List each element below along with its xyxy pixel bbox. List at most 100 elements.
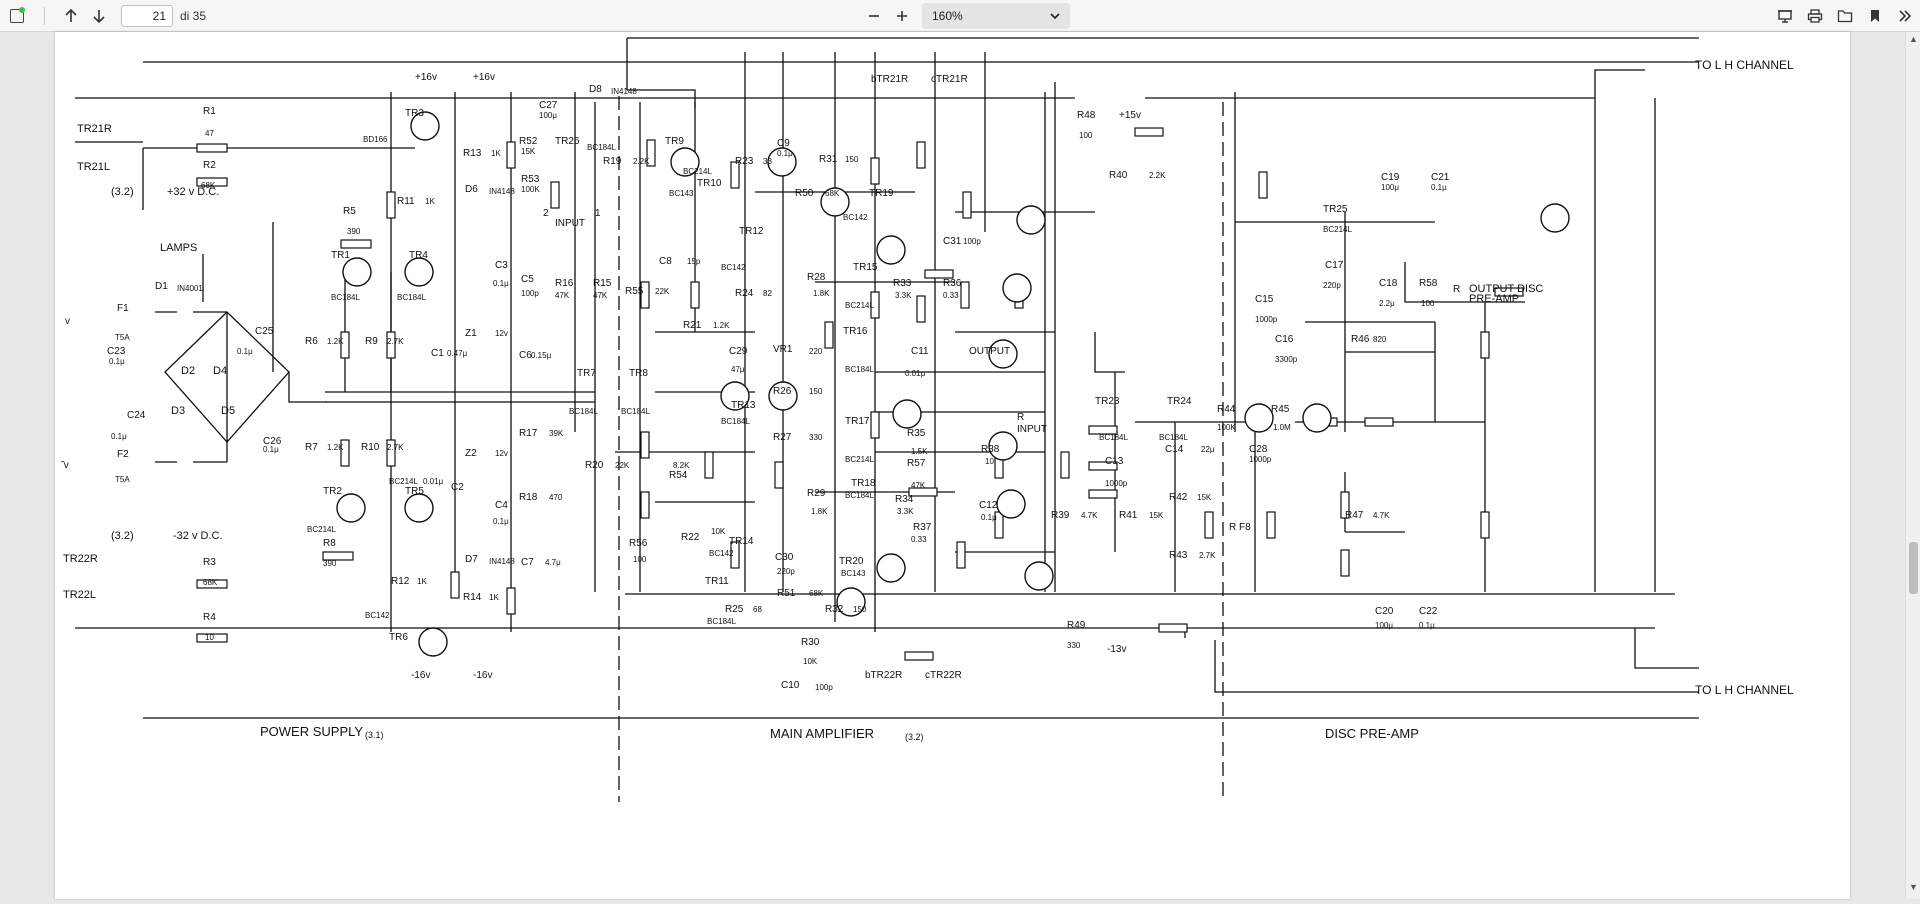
schematic-label: R23 <box>735 156 754 167</box>
schematic-label: BC214L <box>307 525 336 534</box>
schematic-label: R20 <box>585 460 604 471</box>
zoom-out-button[interactable] <box>860 2 888 30</box>
schematic-label: 2.2μ <box>1379 299 1395 308</box>
more-tools-button[interactable] <box>1890 2 1920 30</box>
schematic-label: TR21R <box>77 123 112 135</box>
schematic-label: TR7 <box>577 368 596 379</box>
schematic-label: C11 <box>911 346 929 357</box>
page-number-input[interactable] <box>121 4 173 27</box>
schematic-label: 10 <box>205 633 214 642</box>
schematic-label: R29 <box>807 488 826 499</box>
schematic-label: INPUT <box>1017 424 1047 435</box>
schematic-label: 39K <box>549 429 564 438</box>
schematic-label: ̃ v <box>60 460 69 471</box>
bookmark-button[interactable] <box>1860 2 1890 30</box>
schematic-label: TR20 <box>839 556 864 567</box>
schematic-label: 220p <box>1323 281 1341 290</box>
schematic-label: 150 <box>845 155 859 164</box>
previous-page-button[interactable] <box>57 2 85 30</box>
scrollbar-thumb[interactable] <box>1909 542 1918 594</box>
schematic-label: 100μ <box>539 111 557 120</box>
presentation-mode-button[interactable] <box>1770 2 1800 30</box>
schematic-label: D1 <box>155 281 168 292</box>
schematic-label: BC184L <box>707 617 736 626</box>
schematic-label: 47K <box>555 291 570 300</box>
schematic-label: TR19 <box>869 188 894 199</box>
zoom-select[interactable]: 160% <box>922 3 1070 29</box>
schematic-label: F2 <box>117 449 129 460</box>
schematic-label: 15K <box>1197 493 1212 502</box>
schematic-label: R12 <box>391 576 410 587</box>
schematic-label: BC184L <box>845 365 874 374</box>
schematic-label: D2 <box>181 365 195 377</box>
schematic-label: R49 <box>1067 620 1086 631</box>
schematic-label: R32 <box>825 604 844 615</box>
schematic-label: 2.7K <box>1199 551 1216 560</box>
page-total-label: di 35 <box>180 8 207 23</box>
schematic-label: R11 <box>397 196 415 207</box>
schematic-label: 3.3K <box>897 507 914 516</box>
schematic-label: TR13 <box>731 400 756 411</box>
schematic-label: 68K <box>201 181 216 190</box>
zoom-in-button[interactable] <box>888 2 916 30</box>
open-file-button[interactable] <box>1830 2 1860 30</box>
schematic-label: 100K <box>521 185 540 194</box>
schematic-label: bTR22R <box>865 670 902 681</box>
zoom-value: 160% <box>932 9 963 23</box>
schematic-label: 330 <box>809 433 823 442</box>
schematic-label: 1000p <box>1249 455 1272 464</box>
schematic-label: BC143 <box>669 189 694 198</box>
schematic-label: R17 <box>519 428 538 439</box>
schematic-label: +16v <box>473 72 495 83</box>
schematic-label: R8 <box>323 538 336 549</box>
schematic-label: R52 <box>519 136 538 147</box>
schematic-label: TR26 <box>555 136 580 147</box>
scroll-down-arrow[interactable]: ▼ <box>1909 882 1918 892</box>
schematic-label: 390 <box>347 227 361 236</box>
schematic-label: 330 <box>1067 641 1081 650</box>
schematic-label: C21 <box>1431 172 1450 183</box>
schematic-label: 1.2K <box>327 337 344 346</box>
schematic-label: R2 <box>203 160 216 171</box>
print-button[interactable] <box>1800 2 1830 30</box>
schematic-label: 1 <box>595 208 601 219</box>
schematic-label: cTR22R <box>925 670 962 681</box>
schematic-label: 150 <box>809 387 823 396</box>
schematic-label: BC142 <box>365 611 390 620</box>
schematic-label: IN4001 <box>177 284 203 293</box>
schematic-label: 4.7K <box>1081 511 1098 520</box>
schematic-label: BC142 <box>721 263 746 272</box>
schematic-label: 33 <box>763 157 772 166</box>
schematic-label: R19 <box>603 156 622 167</box>
schematic-label: 10K <box>803 657 818 666</box>
schematic-label: 0.1μ <box>1419 621 1435 630</box>
schematic-label: IN4148 <box>489 187 515 196</box>
schematic-label: C5 <box>521 274 534 285</box>
schematic-label: 15K <box>1149 511 1164 520</box>
schematic-label: 68K <box>825 189 840 198</box>
schematic-label: BC214L <box>683 167 712 176</box>
minus-icon <box>869 15 879 17</box>
schematic-label: TR25 <box>1323 204 1348 215</box>
vertical-scrollbar[interactable]: ▲ ▼ <box>1905 32 1920 899</box>
scroll-up-arrow[interactable]: ▲ <box>1909 34 1918 44</box>
schematic-label: BD166 <box>363 135 388 144</box>
next-page-button[interactable] <box>85 2 113 30</box>
schematic-label: T5A <box>115 333 130 342</box>
schematic-label: R F8 <box>1229 522 1251 533</box>
printer-icon <box>1807 9 1823 23</box>
schematic-label: R28 <box>807 272 826 283</box>
sidebar-toggle-button[interactable] <box>2 2 32 30</box>
schematic-label: TO L H CHANNEL <box>1695 58 1794 72</box>
schematic-label: TR1 <box>331 250 350 261</box>
schematic-label: R13 <box>463 148 482 159</box>
schematic-label: 470 <box>549 493 563 502</box>
schematic-label: R35 <box>907 428 926 439</box>
schematic-label: R41 <box>1119 510 1138 521</box>
schematic-label: -16v <box>473 670 492 681</box>
schematic-label: D4 <box>213 365 227 377</box>
toolbar-right <box>1770 0 1920 32</box>
schematic-label: R45 <box>1271 404 1290 415</box>
